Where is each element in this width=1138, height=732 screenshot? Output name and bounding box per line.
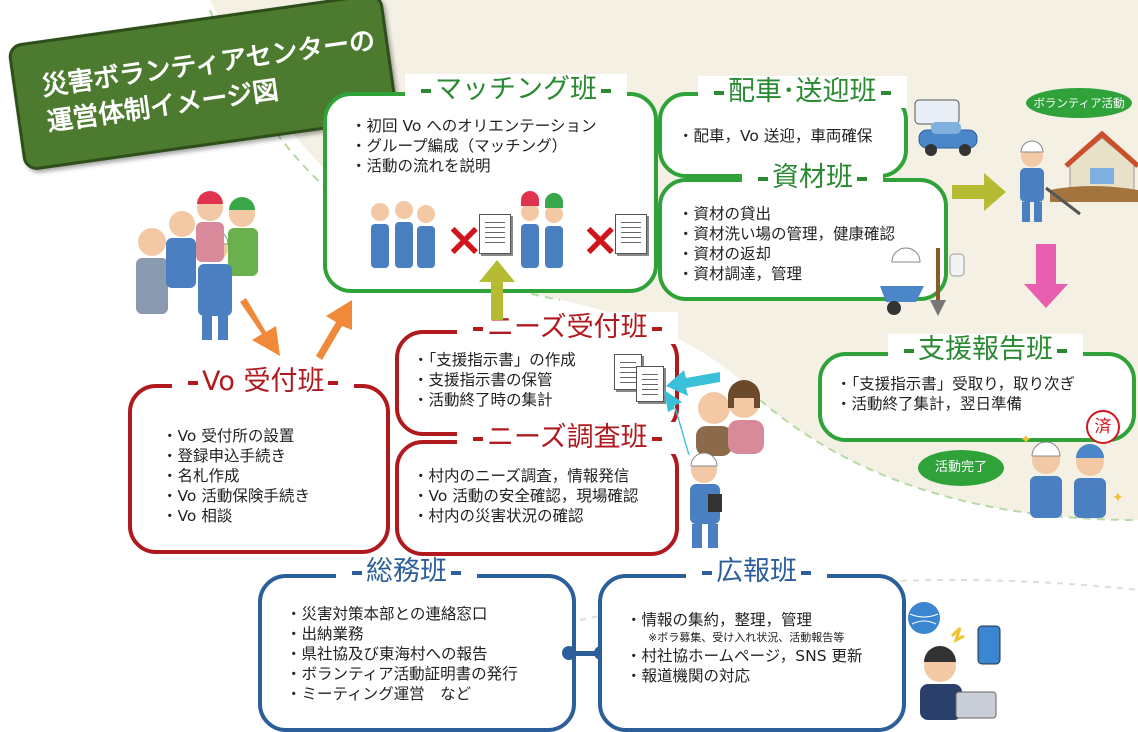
public-relations-team-list: 情報の集約，整理，管理 ※ボラ募集、受け入れ状況、活動報告等 村社協ホームページ…	[626, 610, 863, 686]
list-note: ※ボラ募集、受け入れ状況、活動報告等	[648, 631, 845, 644]
support-report-team-box: 支援報告班 「支援指示書」受取り，取り次ぎ 活動終了集計，翌日準備	[818, 334, 1136, 442]
needs-survey-team-title: ニーズ調査班	[487, 422, 648, 453]
list-item: 活動終了集計，翌日準備	[836, 394, 1075, 414]
arrow-down-icon	[240, 298, 280, 356]
materials-team-title: 資材班	[772, 162, 853, 193]
list-item: 災害対策本部との連絡窓口	[286, 604, 518, 624]
list-item: 出納業務	[286, 624, 518, 644]
tools-icon	[880, 247, 965, 316]
arrow-right-icon	[952, 173, 1006, 211]
pr-worker-illustration	[908, 602, 1001, 720]
connector-dot	[562, 646, 576, 660]
list-item: 情報の集約，整理，管理	[626, 610, 862, 630]
list-item: ボランティア活動証明書の発行	[286, 664, 518, 684]
cross-icon: ×	[445, 212, 484, 266]
stamp-icon: 済	[1086, 410, 1120, 444]
arrow-up-icon	[664, 390, 690, 456]
svg-text:✦: ✦	[1020, 432, 1032, 448]
volunteer-reception-team-list: Vo 受付所の設置 登録申込手続き 名札作成 Vo 活動保険手続き Vo 相談	[162, 426, 310, 526]
general-affairs-team-list: 災害対策本部との連絡窓口 出納業務 県社協及び東海村への報告 ボランティア活動証…	[286, 604, 518, 704]
list-item: 「支援指示書」受取り，取り次ぎ	[836, 374, 1076, 394]
list-item: 資材洗い場の管理，健康確認	[678, 224, 896, 244]
list-item: 資材調達，管理	[678, 264, 895, 284]
svg-text:✦: ✦	[1112, 490, 1124, 506]
list-item: ミーティング運営 など	[286, 684, 518, 704]
dispatch-team-title: 配車･送迎班	[728, 76, 877, 107]
vehicle-icon	[914, 99, 978, 156]
support-report-team-list: 「支援指示書」受取り，取り次ぎ 活動終了集計，翌日準備	[836, 374, 1076, 414]
volunteer-activity-bubble: ボランティア活動	[1026, 88, 1132, 118]
dispatch-team-list: 配車，Vo 送迎，車両確保	[678, 126, 873, 146]
arrow-down-icon	[1024, 244, 1068, 308]
volunteer-group-illustration	[136, 191, 258, 340]
list-item: Vo 相談	[162, 506, 310, 526]
document-icon	[615, 214, 647, 254]
list-item: 県社協及び東海村への報告	[286, 644, 518, 664]
list-item: 支援指示書の保管	[413, 370, 576, 390]
list-item: 登録申込手続き	[162, 446, 310, 466]
general-affairs-team-title: 総務班	[366, 556, 447, 587]
residents-and-surveyor-illustration	[690, 380, 764, 548]
completed-volunteers-illustration: ✦✦	[1020, 432, 1124, 518]
document-icon	[636, 366, 664, 402]
needs-intake-team-title: ニーズ受付班	[487, 312, 648, 343]
matching-team-list: 初回 Vo へのオリエンテーション グループ編成（マッチング） 活動の流れを説明	[351, 116, 597, 176]
list-item: 報道機関の対応	[626, 666, 862, 686]
support-report-team-title: 支援報告班	[918, 334, 1053, 365]
list-item: グループ編成（マッチング）	[351, 136, 596, 156]
volunteer-work-illustration	[1020, 130, 1138, 222]
activity-complete-bubble: 活動完了	[918, 450, 1004, 486]
matching-illustration	[371, 191, 563, 268]
list-item: 村社協ホームページ，SNS 更新	[626, 646, 863, 666]
volunteer-reception-team-title: Vo 受付班	[202, 366, 325, 397]
needs-survey-team-box: ニーズ調査班 村内のニーズ調査，情報発信 Vo 活動の安全確認，現場確認 村内の…	[395, 422, 679, 556]
arrow-left-icon	[666, 370, 720, 396]
list-item: 「支援指示書」の作成	[413, 350, 576, 370]
list-item: Vo 活動の安全確認，現場確認	[413, 486, 639, 506]
materials-team-list: 資材の貸出 資材洗い場の管理，健康確認 資材の返却 資材調達，管理	[678, 204, 896, 284]
needs-intake-team-list: 「支援指示書」の作成 支援指示書の保管 活動終了時の集計	[413, 350, 576, 410]
list-item: 初回 Vo へのオリエンテーション	[351, 116, 597, 136]
arrow-up-icon	[479, 260, 515, 320]
cross-icon: ×	[581, 212, 620, 266]
public-relations-team-box: 広報班 情報の集約，整理，管理 ※ボラ募集、受け入れ状況、活動報告等 村社協ホー…	[598, 556, 906, 732]
connector-line	[568, 651, 602, 656]
matching-team-title: マッチング班	[435, 74, 597, 105]
list-item: Vo 受付所の設置	[162, 426, 310, 446]
list-item: 活動の流れを説明	[351, 156, 596, 176]
list-item: 資材の返却	[678, 244, 895, 264]
list-item: 資材の貸出	[678, 204, 895, 224]
list-item: 配車，Vo 送迎，車両確保	[678, 126, 873, 146]
list-item: 名札作成	[162, 466, 310, 486]
list-item: 村内の災害状況の確認	[413, 506, 638, 526]
needs-survey-team-list: 村内のニーズ調査，情報発信 Vo 活動の安全確認，現場確認 村内の災害状況の確認	[413, 466, 639, 526]
list-item: Vo 活動保険手続き	[162, 486, 310, 506]
arrow-up-icon	[316, 300, 352, 360]
materials-team-box: 資材班 資材の貸出 資材洗い場の管理，健康確認 資材の返却 資材調達，管理	[658, 162, 948, 301]
document-icon	[479, 214, 511, 254]
matching-team-box: マッチング班 初回 Vo へのオリエンテーション グループ編成（マッチング） 活…	[323, 74, 658, 293]
list-item: 活動終了時の集計	[413, 390, 576, 410]
list-item: 村内のニーズ調査，情報発信	[413, 466, 638, 486]
volunteer-reception-team-box: Vo 受付班 Vo 受付所の設置 登録申込手続き 名札作成 Vo 活動保険手続き…	[128, 366, 390, 554]
public-relations-team-title: 広報班	[716, 556, 797, 587]
